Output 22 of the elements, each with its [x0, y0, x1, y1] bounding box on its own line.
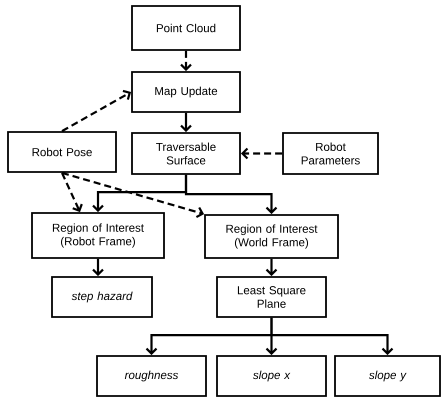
- arrow: [180, 50, 192, 72]
- arrow: [92, 258, 104, 276]
- process-box: roughness: [96, 355, 207, 397]
- arrow: [240, 148, 282, 160]
- process-box: slope x: [216, 355, 327, 397]
- arrow: [270, 318, 394, 356]
- arrow: [61, 172, 83, 212]
- process-box: Least Square Plane: [216, 276, 327, 318]
- process-box: Point Cloud: [131, 5, 241, 51]
- arrow: [61, 90, 132, 132]
- process-box: Region of Interest (Robot Frame): [31, 212, 165, 259]
- arrow: [180, 112, 192, 132]
- process-box: slope y: [334, 355, 441, 397]
- arrow: [184, 174, 278, 214]
- process-box: Robot Pose: [7, 131, 117, 173]
- process-box: Traversable Surface: [131, 132, 241, 175]
- process-box: Region of Interest (World Frame): [204, 214, 339, 259]
- process-box: Map Update: [131, 71, 241, 113]
- arrow: [266, 258, 278, 276]
- process-box: Robot Parameters: [282, 132, 379, 175]
- arrow: [62, 172, 204, 218]
- process-box: step hazard: [51, 276, 153, 318]
